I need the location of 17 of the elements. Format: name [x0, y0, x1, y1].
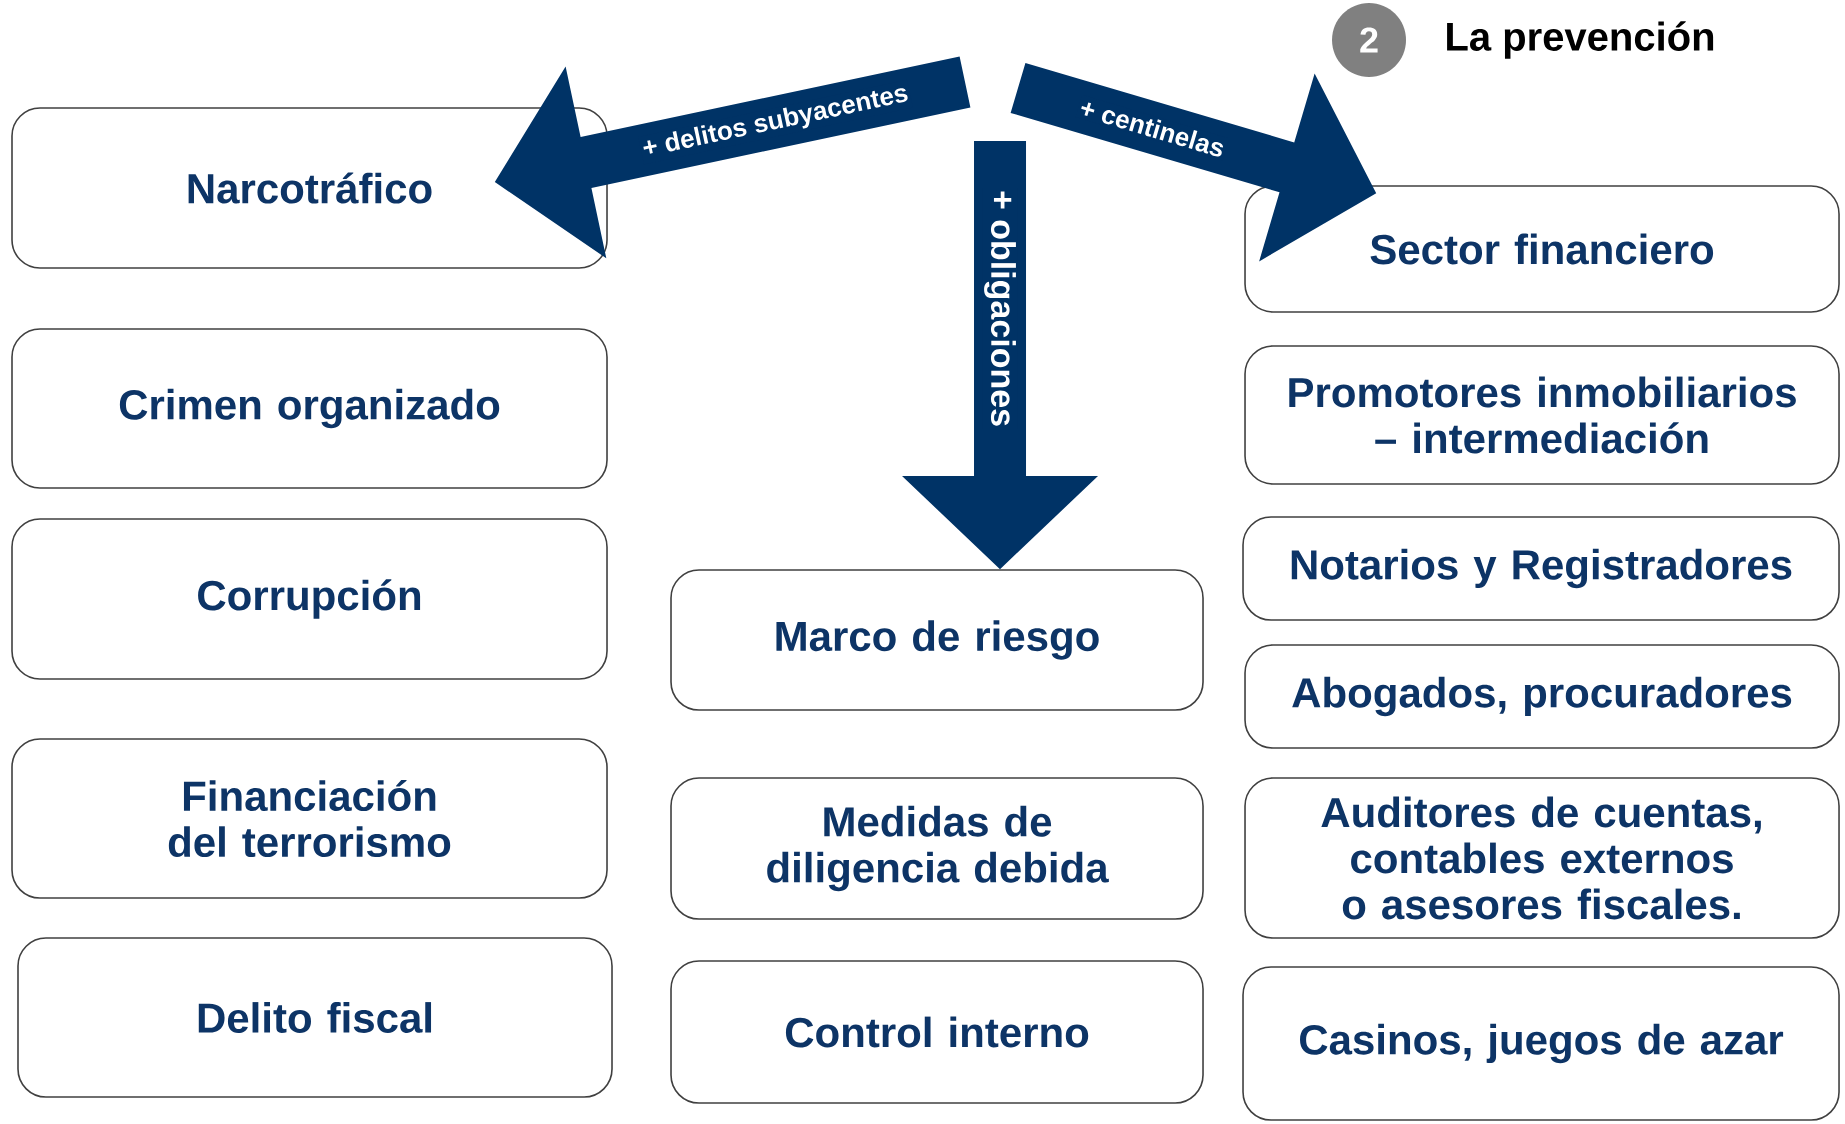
category-box: Narcotráfico — [11, 107, 608, 269]
category-box: Marco de riesgo — [670, 569, 1204, 711]
category-box: Corrupción — [11, 518, 608, 680]
category-box: Notarios y Registradores — [1242, 516, 1840, 621]
title: La prevención — [1447, 21, 1714, 59]
category-box: Casinos, juegos de azar — [1242, 966, 1840, 1121]
category-box: Promotores inmobiliarios – intermediación — [1244, 345, 1840, 485]
category-box: Abogados, procuradores — [1244, 644, 1840, 749]
number-badge: 2 — [1332, 3, 1406, 77]
category-box: Sector financiero — [1244, 185, 1840, 313]
category-box: Financiación del terrorismo — [11, 738, 608, 899]
category-box: Control interno — [670, 960, 1204, 1104]
category-box: Crimen organizado — [11, 328, 608, 489]
category-box: Auditores de cuentas, contables externos o asesores fiscales. — [1244, 777, 1840, 939]
category-box: Delito fiscal — [17, 937, 613, 1098]
arrow-label: + obligaciones — [982, 187, 1018, 430]
category-box: Medidas de diligencia debida — [670, 777, 1204, 920]
